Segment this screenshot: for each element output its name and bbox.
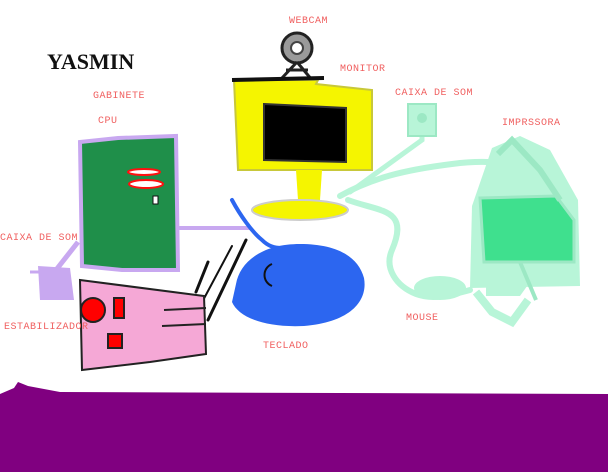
label-estabilizador: ESTABILIZADOR [4, 322, 89, 333]
cabinet [77, 133, 181, 272]
printer [470, 135, 580, 328]
label-teclado: TECLADO [263, 341, 309, 352]
title-yasmin: YASMIN [47, 49, 135, 74]
label-impressora: IMPRSSORA [502, 118, 561, 129]
label-cpu: CPU [98, 116, 118, 127]
label-caixa-de-som-right: CAIXA DE SOM [395, 88, 474, 99]
stabilizer [78, 278, 208, 372]
monitor [231, 76, 373, 221]
mouse [414, 276, 466, 300]
speaker-left [30, 240, 80, 300]
label-webcam: WEBCAM [289, 16, 329, 27]
speaker-right [407, 103, 437, 137]
label-mouse: MOUSE [406, 313, 439, 324]
label-monitor: MONITOR [340, 64, 386, 75]
label-caixa-de-som-left: CAIXA DE SOM [0, 233, 79, 244]
keyboard [232, 244, 365, 327]
label-gabinete: GABINETE [93, 91, 146, 102]
floor [0, 382, 608, 472]
webcam [280, 31, 314, 81]
